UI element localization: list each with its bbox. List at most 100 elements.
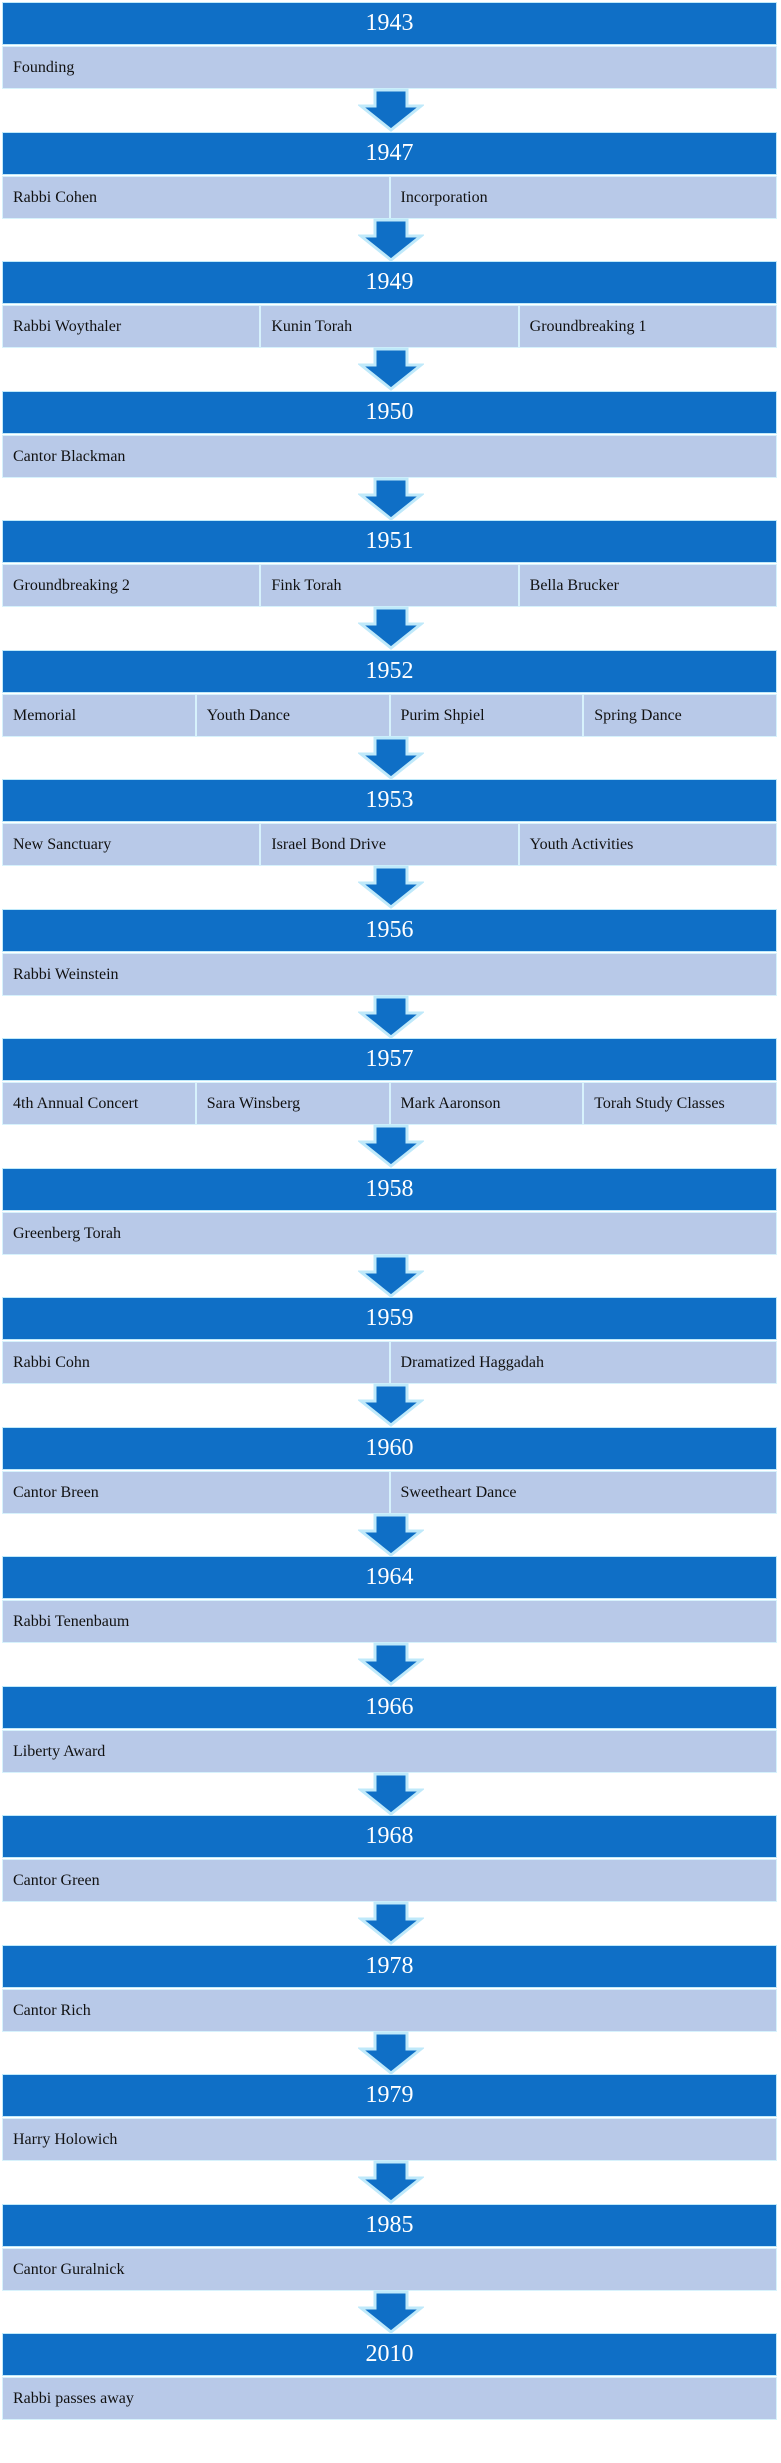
down-arrow-shape (358, 2031, 424, 2075)
event-cell: Kunin Torah (260, 305, 519, 348)
event-cell: Harry Holowich (2, 2118, 777, 2161)
event-cell: Cantor Green (2, 1859, 777, 1902)
event-cell: Rabbi passes away (2, 2377, 777, 2420)
event-cell: Youth Dance (195, 693, 390, 737)
down-arrow-icon (358, 736, 424, 780)
down-arrow-icon (358, 2031, 424, 2075)
down-arrow-icon (358, 88, 424, 132)
year-label: 1958 (2, 1167, 777, 1211)
event-cell: Sweetheart Dance (389, 1470, 777, 1514)
event-cell: Mark Aaronson (389, 1082, 584, 1125)
event-cell: Liberty Award (2, 1729, 777, 1773)
events-row: Cantor Green (2, 1859, 777, 1902)
event-cell: Spring Dance (583, 693, 777, 737)
down-arrow-shape (358, 218, 424, 262)
event-cell: Groundbreaking 1 (518, 305, 777, 348)
down-arrow-icon (358, 1513, 424, 1557)
down-arrow-icon (358, 1772, 424, 1816)
events-row: Rabbi Tenenbaum (2, 1600, 777, 1643)
down-arrow-shape (358, 995, 424, 1039)
year-label: 1968 (2, 1815, 777, 1858)
down-arrow-shape (358, 2290, 424, 2334)
event-cell: Rabbi Cohn (2, 1341, 390, 1384)
event-cell: Cantor Guralnick (2, 2247, 777, 2291)
event-cell: Cantor Breen (2, 1470, 390, 1514)
event-cell: New Sanctuary (2, 823, 261, 866)
down-arrow-icon (358, 2160, 424, 2204)
event-cell: Greenberg Torah (2, 1211, 777, 1255)
down-arrow-icon (358, 2290, 424, 2334)
down-arrow-shape (358, 1124, 424, 1168)
down-arrow-shape (358, 865, 424, 909)
down-arrow-icon (358, 347, 424, 391)
down-arrow-icon (358, 995, 424, 1039)
down-arrow-shape (358, 477, 424, 521)
event-cell: Fink Torah (260, 564, 519, 607)
events-row: Harry Holowich (2, 2118, 777, 2161)
event-cell: Torah Study Classes (583, 1082, 777, 1125)
down-arrow-shape (358, 1772, 424, 1816)
down-arrow-icon (358, 1383, 424, 1427)
event-cell: Rabbi Woythaler (2, 305, 261, 348)
down-arrow-shape (358, 347, 424, 391)
down-arrow-shape (358, 606, 424, 650)
year-label: 1966 (2, 1685, 777, 1729)
year-label: 1949 (2, 261, 777, 304)
event-cell: Youth Activities (518, 823, 777, 866)
year-label: 1957 (2, 1038, 777, 1081)
event-cell: Sara Winsberg (195, 1082, 390, 1125)
down-arrow-icon (358, 218, 424, 262)
event-cell: Rabbi Cohen (2, 175, 390, 219)
year-label: 1960 (2, 1426, 777, 1470)
events-row: Cantor Rich (2, 1988, 777, 2032)
event-cell: Purim Shpiel (389, 693, 584, 737)
event-cell: Memorial (2, 693, 196, 737)
year-label: 2010 (2, 2333, 777, 2376)
event-cell: Rabbi Weinstein (2, 952, 777, 996)
event-cell: Bella Brucker (518, 564, 777, 607)
events-row: Cantor Blackman (2, 434, 777, 478)
event-cell: Founding (2, 46, 777, 89)
year-label: 1979 (2, 2074, 777, 2117)
down-arrow-icon (358, 606, 424, 650)
event-cell: Cantor Rich (2, 1988, 777, 2032)
year-label: 1959 (2, 1297, 777, 1340)
events-row: Rabbi passes away (2, 2377, 777, 2420)
year-label: 1964 (2, 1556, 777, 1599)
year-label: 1953 (2, 779, 777, 822)
year-label: 1950 (2, 390, 777, 434)
events-row: Founding (2, 46, 777, 89)
events-row: Cantor Guralnick (2, 2247, 777, 2291)
down-arrow-shape (358, 2160, 424, 2204)
events-row: Rabbi Weinstein (2, 952, 777, 996)
events-row: Liberty Award (2, 1729, 777, 1773)
event-cell: Incorporation (389, 175, 777, 219)
event-cell: Groundbreaking 2 (2, 564, 261, 607)
year-label: 1985 (2, 2203, 777, 2247)
down-arrow-icon (358, 1901, 424, 1945)
year-label: 1978 (2, 1944, 777, 1988)
year-label: 1951 (2, 520, 777, 563)
down-arrow-shape (358, 1513, 424, 1557)
down-arrow-icon (358, 1642, 424, 1686)
year-label: 1947 (2, 131, 777, 175)
